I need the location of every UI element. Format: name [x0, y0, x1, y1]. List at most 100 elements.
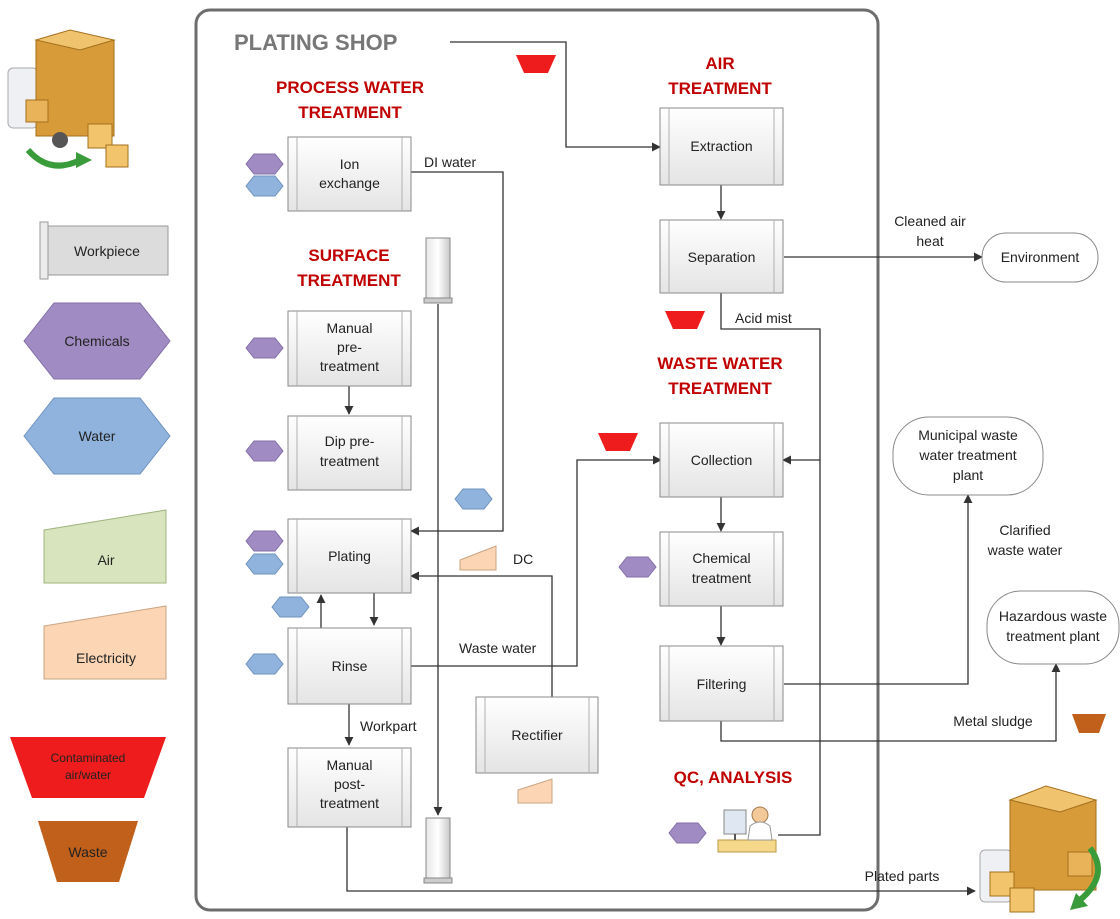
svg-text:Water: Water — [79, 428, 116, 444]
svg-text:treatment: treatment — [320, 795, 379, 811]
section-surface-title: SURFACE TREATMENT — [297, 246, 401, 290]
legend-waste: Waste — [38, 821, 138, 882]
svg-text:PROCESS WATER: PROCESS WATER — [276, 78, 424, 97]
water-marker — [454, 488, 493, 510]
svg-text:Waste: Waste — [68, 844, 107, 860]
plating-shop-title: PLATING SHOP — [234, 30, 397, 55]
legend-water: Water — [23, 397, 171, 475]
section-qc-title: QC, ANALYSIS — [674, 768, 793, 787]
svg-text:Chemicals: Chemicals — [64, 333, 129, 349]
svg-text:Rinse: Rinse — [332, 658, 368, 674]
svg-text:Clarified: Clarified — [999, 522, 1050, 538]
flow-label-acid-mist: Acid mist — [735, 310, 792, 326]
svg-text:Ion: Ion — [340, 156, 359, 172]
svg-text:Extraction: Extraction — [690, 138, 752, 154]
svg-text:TREATMENT: TREATMENT — [668, 79, 772, 98]
process-manual-post-treatment: Manual post- treatment — [287, 747, 412, 828]
svg-text:AIR: AIR — [705, 54, 734, 73]
legend-contaminated: Contaminated air/water — [10, 737, 166, 798]
tank-icon — [423, 817, 453, 884]
svg-text:TREATMENT: TREATMENT — [297, 271, 401, 290]
qc-analysis-icon — [717, 806, 777, 853]
flow-label-cleaned-air: Cleaned air heat — [894, 213, 966, 249]
process-ion-exchange: Ion exchange — [287, 136, 412, 212]
water-marker — [245, 553, 284, 575]
svg-text:waste water: waste water — [987, 542, 1063, 558]
process-filtering: Filtering — [659, 645, 784, 722]
flow-label-waste-water: Waste water — [459, 640, 537, 656]
legend-chemicals: Chemicals — [23, 302, 171, 380]
terminal-environment: Environment — [981, 232, 1099, 283]
chemicals-marker — [245, 440, 284, 462]
svg-text:TREATMENT: TREATMENT — [298, 103, 402, 122]
flow-label-dc: DC — [513, 551, 533, 567]
contaminated-marker — [665, 311, 705, 329]
svg-text:water treatment: water treatment — [918, 447, 1016, 463]
svg-text:post-: post- — [334, 776, 365, 792]
svg-text:Hazardous waste: Hazardous waste — [999, 608, 1107, 624]
process-dip-pre-treatment: Dip pre- treatment — [287, 415, 412, 491]
svg-text:Filtering: Filtering — [697, 676, 747, 692]
svg-text:Separation: Separation — [688, 249, 756, 265]
process-chemical-treatment: Chemical treatment — [659, 531, 784, 607]
tank-icon — [423, 237, 453, 304]
process-plating: Plating — [287, 518, 412, 594]
terminal-hazardous-plant: Hazardous waste treatment plant — [986, 590, 1120, 665]
svg-text:TREATMENT: TREATMENT — [668, 379, 772, 398]
svg-text:Plating: Plating — [328, 548, 371, 564]
legend-electricity: Electricity — [43, 605, 167, 680]
chemicals-marker — [245, 337, 284, 359]
svg-text:heat: heat — [916, 233, 943, 249]
flow-label-metal-sludge: Metal sludge — [953, 713, 1033, 729]
svg-text:air/water: air/water — [65, 768, 111, 782]
process-manual-pre-treatment: Manual pre- treatment — [287, 310, 412, 387]
svg-text:Rectifier: Rectifier — [511, 727, 563, 743]
flow-label-di-water: DI water — [424, 154, 476, 170]
water-marker — [271, 596, 310, 618]
svg-text:Environment: Environment — [1001, 249, 1080, 265]
chemicals-marker — [618, 556, 657, 578]
svg-text:Manual: Manual — [327, 757, 373, 773]
terminal-municipal-plant: Municipal waste water treatment plant — [892, 416, 1044, 496]
svg-text:treatment: treatment — [320, 358, 379, 374]
section-process-water-title: PROCESS WATER TREATMENT — [276, 78, 424, 122]
flow-label-clarified: Clarified waste water — [987, 522, 1063, 558]
flow-label-plated-parts: Plated parts — [865, 868, 940, 884]
svg-text:Manual: Manual — [327, 320, 373, 336]
svg-text:exchange: exchange — [319, 175, 380, 191]
svg-text:Cleaned air: Cleaned air — [894, 213, 966, 229]
svg-text:Chemical: Chemical — [692, 550, 750, 566]
chemicals-marker — [245, 153, 284, 175]
process-extraction: Extraction — [659, 107, 784, 186]
section-air-title: AIR TREATMENT — [668, 54, 772, 98]
svg-text:Dip pre-: Dip pre- — [325, 433, 375, 449]
process-separation: Separation — [659, 219, 784, 294]
svg-text:WASTE WATER: WASTE WATER — [657, 354, 782, 373]
water-marker — [245, 653, 284, 675]
svg-text:Workpiece: Workpiece — [74, 243, 140, 259]
legend-workpiece: Workpiece — [39, 221, 169, 280]
chemicals-marker — [668, 822, 707, 844]
process-rinse: Rinse — [287, 627, 412, 705]
delivery-truck-incoming-icon — [7, 29, 129, 169]
svg-text:Collection: Collection — [691, 452, 752, 468]
svg-text:treatment: treatment — [692, 570, 751, 586]
process-collection: Collection — [659, 422, 784, 498]
plating-shop-boundary — [194, 8, 880, 912]
flow-connectors — [316, 41, 1061, 896]
waste-marker — [1072, 714, 1106, 733]
delivery-truck-outgoing-icon — [979, 785, 1101, 913]
chemicals-marker — [245, 530, 284, 552]
electricity-marker — [459, 545, 497, 571]
svg-text:pre-: pre- — [337, 339, 362, 355]
svg-text:treatment plant: treatment plant — [1006, 628, 1099, 644]
flow-label-workpart: Workpart — [360, 718, 417, 734]
contaminated-marker — [598, 433, 638, 451]
svg-text:SURFACE: SURFACE — [308, 246, 389, 265]
electricity-marker — [517, 778, 553, 804]
legend-air: Air — [43, 509, 167, 584]
svg-text:Municipal waste: Municipal waste — [918, 427, 1018, 443]
svg-text:plant: plant — [953, 467, 983, 483]
svg-text:Electricity: Electricity — [76, 650, 136, 666]
